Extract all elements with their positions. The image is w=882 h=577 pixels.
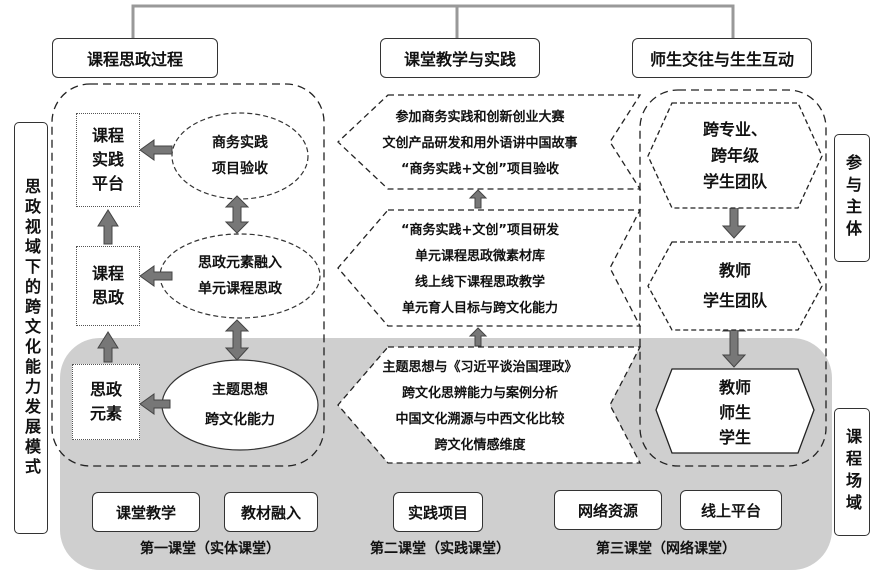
ellipse-business-practice: 商务实践 项目验收 [172, 122, 308, 190]
ellipse-ideology-integration: 思政元素融入 单元课程思政 [160, 242, 320, 310]
third-classroom-label: 第三课堂（网络课堂） [596, 541, 736, 557]
ellipse-top-line-2: 项目验收 [212, 161, 268, 177]
course-field-vertical: 课程场域 [834, 408, 870, 536]
hex-mid-line-1: 教师 [718, 261, 751, 280]
participants-vertical: 参与主体 [834, 134, 870, 262]
hex-bottom-line-1: 教师 [718, 377, 751, 397]
middle-bottom-line-2: 跨文化思辨能力与案例分析 [401, 386, 558, 401]
ideology-elements-box: 思政 元素 [72, 364, 140, 440]
platform-line-1: 课程 [91, 126, 124, 145]
middle-bottom-panel: 主题思想与《习近平谈治国理政》 跨文化思辨能力与案例分析 中国文化溯源与中西文化… [352, 355, 608, 459]
course-line-1: 课程 [91, 264, 124, 283]
middle-bottom-line-3: 中国文化溯源与中西文化比较 [395, 412, 565, 427]
hex-mid-line-2: 学生团队 [702, 291, 767, 310]
middle-top-panel: 参加商务实践和创新创业大赛 文创产品研发和用外语讲中国故事 “商务实践+文创”项… [352, 104, 608, 184]
textbook-integration-box: 教材融入 [224, 492, 318, 532]
model-title-char: 思政视域下的跨文化能力发展模式 [22, 178, 41, 478]
middle-bottom-line-1: 主题思想与《习近平谈治国理政》 [382, 360, 578, 375]
elements-line-1: 思政 [89, 380, 122, 399]
course-ideology-box: 课程 思政 [76, 246, 140, 326]
hex-top-line-3: 学生团队 [702, 172, 767, 191]
ellipse-mid-line-2: 单元课程思政 [198, 281, 282, 297]
course-ideology-process-box: 课程思政过程 [52, 38, 218, 78]
course-line-2: 思政 [91, 288, 124, 307]
online-resources-box: 网络资源 [554, 490, 662, 530]
hex-top-line-1: 跨专业、 [702, 120, 767, 139]
model-title-vertical: 思政视域下的跨文化能力发展模式 [14, 122, 48, 534]
ellipse-bottom-line-1: 主题思想 [212, 382, 268, 398]
ellipse-top-line-1: 商务实践 [212, 135, 268, 151]
classroom-teaching-box: 课堂教学 [92, 492, 200, 532]
hex-bottom-line-2: 师生 [718, 402, 751, 422]
hex-top-line-2: 跨年级 [710, 146, 759, 165]
course-practice-platform-box: 课程 实践 平台 [76, 113, 140, 207]
middle-mid-line-1: “商务实践+文创”项目研发 [401, 223, 559, 238]
participants-text: 参与主体 [843, 154, 862, 242]
ellipse-theme-thought: 主题思想 跨文化能力 [162, 368, 318, 442]
teacher-student-interaction-box: 师生交往与生生互动 [632, 38, 812, 78]
platform-line-3: 平台 [91, 174, 124, 193]
online-platform-box: 线上平台 [680, 490, 782, 530]
classroom-teaching-practice-box: 课堂教学与实践 [380, 38, 540, 78]
hexagon-teacher-student: 教师 师生 学生 [664, 374, 806, 450]
middle-top-line-2: 文创产品研发和用外语讲中国故事 [382, 136, 578, 151]
middle-mid-line-3: 线上线下课程思政教学 [414, 275, 545, 290]
middle-mid-panel: “商务实践+文创”项目研发 单元课程思政微素材库 线上线下课程思政教学 单元育人… [352, 218, 608, 322]
hex-bottom-line-3: 学生 [718, 427, 751, 447]
middle-top-line-3: “商务实践+文创”项目验收 [401, 162, 559, 177]
elements-line-2: 元素 [89, 404, 122, 423]
ellipse-bottom-line-2: 跨文化能力 [205, 412, 275, 428]
middle-top-line-1: 参加商务实践和创新创业大赛 [395, 110, 565, 125]
hexagon-teacher-student-team: 教师 学生团队 [660, 250, 810, 322]
middle-bottom-line-4: 跨文化情感维度 [434, 438, 526, 453]
hexagon-cross-major-team: 跨专业、 跨年级 学生团队 [660, 112, 810, 200]
first-classroom-label: 第一课堂（实体课堂） [140, 541, 280, 557]
second-classroom-label: 第二课堂（实践课堂） [370, 541, 510, 557]
ellipse-mid-line-1: 思政元素融入 [198, 255, 282, 271]
course-field-text: 课程场域 [843, 428, 862, 516]
practice-project-box: 实践项目 [393, 492, 483, 532]
middle-mid-line-4: 单元育人目标与跨文化能力 [401, 301, 558, 316]
middle-mid-line-2: 单元课程思政微素材库 [414, 249, 545, 264]
platform-line-2: 实践 [91, 150, 124, 169]
